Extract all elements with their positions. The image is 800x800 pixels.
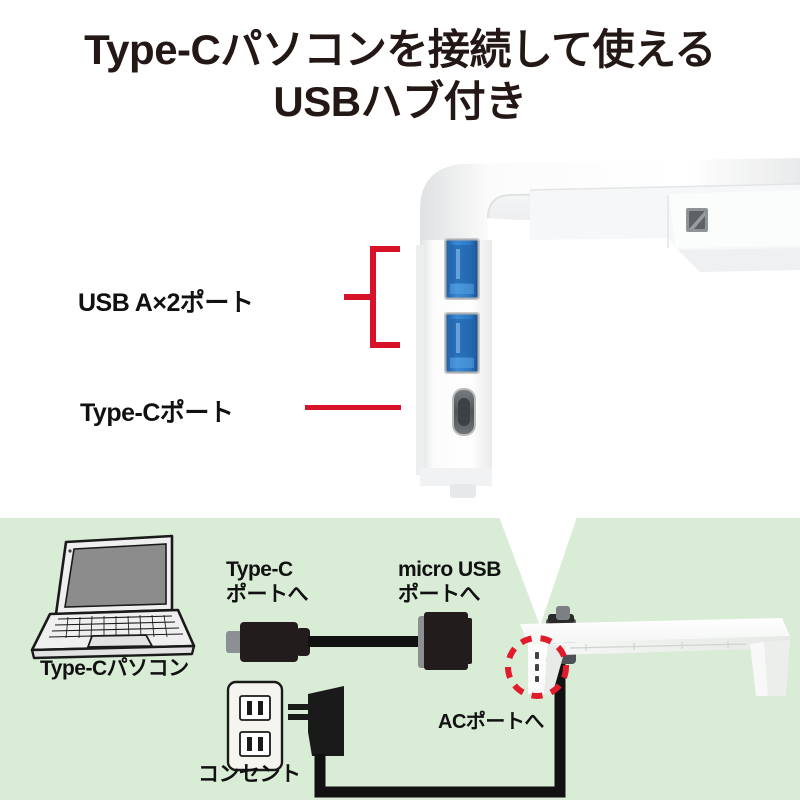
diagram-label-ac-port: ACポートへ: [438, 711, 544, 733]
diagram-label-outlet: コンセント: [198, 763, 301, 786]
diagram-label-laptop: Type-Cパソコン: [40, 657, 189, 680]
bracket-top-arm: [370, 246, 400, 252]
monitor-stand-illustration: [520, 618, 790, 696]
title-line-2: USBハブ付き: [273, 78, 527, 125]
connection-diagram-panel: [0, 518, 800, 800]
type-c-to-micro-usb-cable: [226, 612, 472, 670]
micro-usb-label-line2: ポートへ: [398, 583, 480, 606]
red-line-marker: [305, 405, 401, 410]
wall-outlet-illustration: [226, 680, 284, 772]
red-dashed-highlight-circle: [505, 635, 569, 699]
laptop-illustration: [30, 534, 196, 660]
page-title: Type-Cパソコンを接続して使える USBハブ付き: [0, 24, 800, 128]
bracket-stub-arm: [344, 294, 372, 300]
product-photo: [400, 150, 800, 510]
callout-label-type-c: Type-Cポート: [80, 399, 234, 427]
diagram-label-type-c-port: Type-C ポートへ: [226, 557, 309, 607]
title-line-1: Type-Cパソコンを接続して使える: [84, 26, 716, 73]
diagram-label-micro-usb-port: micro USB ポートへ: [398, 557, 501, 607]
type-c-port-label-line2: ポートへ: [226, 583, 309, 606]
monitor-stand-photo-svg: [416, 158, 800, 498]
bracket-vertical-bar: [370, 246, 376, 348]
red-bracket-marker: [344, 246, 400, 348]
type-c-port-label-line1: Type-C: [226, 558, 293, 581]
connection-diagram-svg: [30, 518, 790, 798]
bracket-bottom-arm: [370, 342, 400, 348]
callout-label-usb-a: USB A×2ポート: [78, 289, 254, 317]
micro-usb-label-line1: micro USB: [398, 558, 501, 581]
